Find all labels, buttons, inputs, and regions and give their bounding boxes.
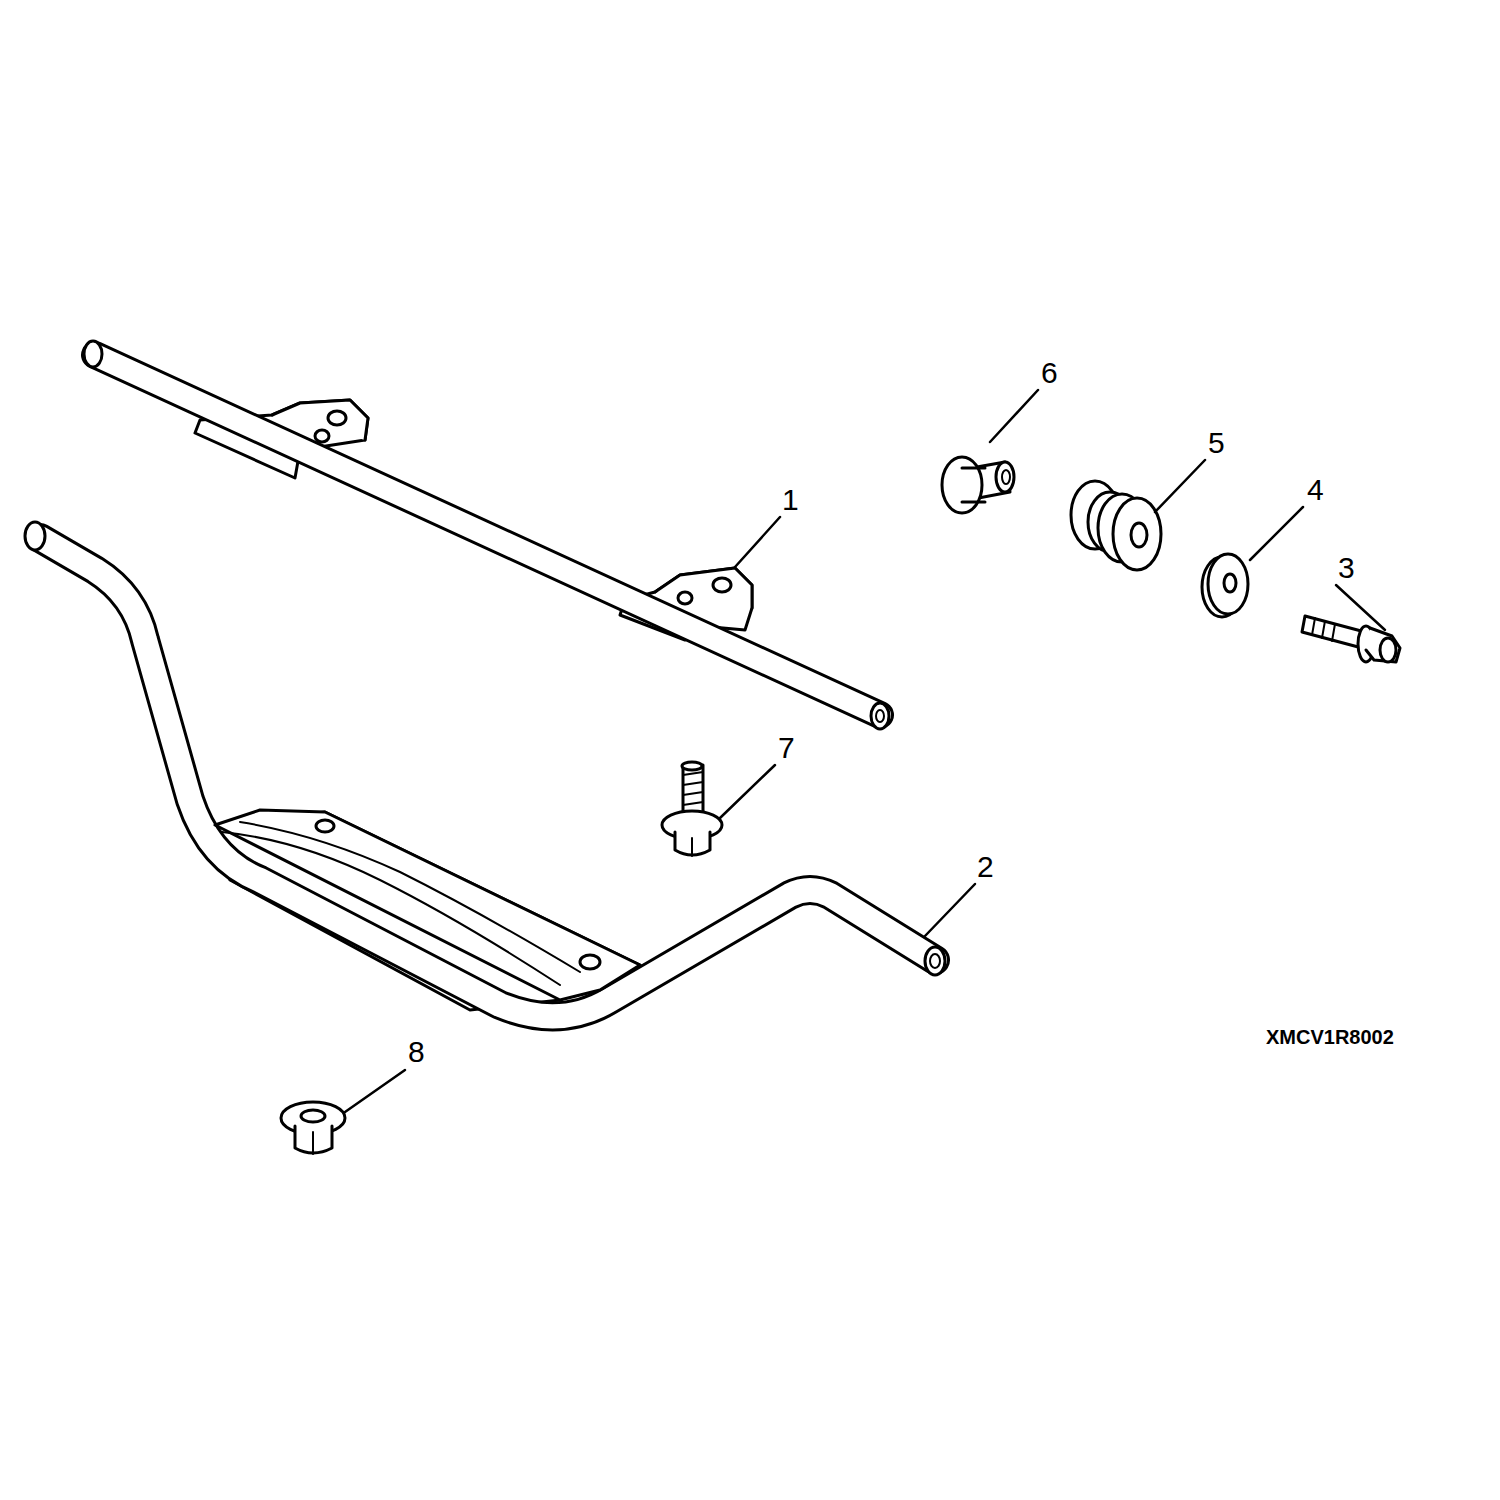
grommet <box>1071 481 1161 570</box>
leader-lines <box>345 390 1385 1112</box>
callout-number: 3 <box>1338 553 1355 583</box>
flange-nut <box>281 1102 345 1154</box>
callout-number: 2 <box>977 852 994 882</box>
callout-number: 4 <box>1307 475 1324 505</box>
flange-bolt <box>662 762 722 856</box>
callout-number: 1 <box>782 485 799 515</box>
bushing <box>942 457 1014 513</box>
callout-number: 6 <box>1041 358 1058 388</box>
figure-code: XMCV1R8002 <box>1266 1027 1394 1047</box>
callout-number: 7 <box>778 733 795 763</box>
callout-number: 5 <box>1208 428 1225 458</box>
washer <box>1202 554 1248 617</box>
rod-assembly <box>84 341 889 729</box>
flange-bolt <box>1302 616 1400 662</box>
bent-tube <box>25 522 945 1016</box>
callout-number: 8 <box>408 1037 425 1067</box>
